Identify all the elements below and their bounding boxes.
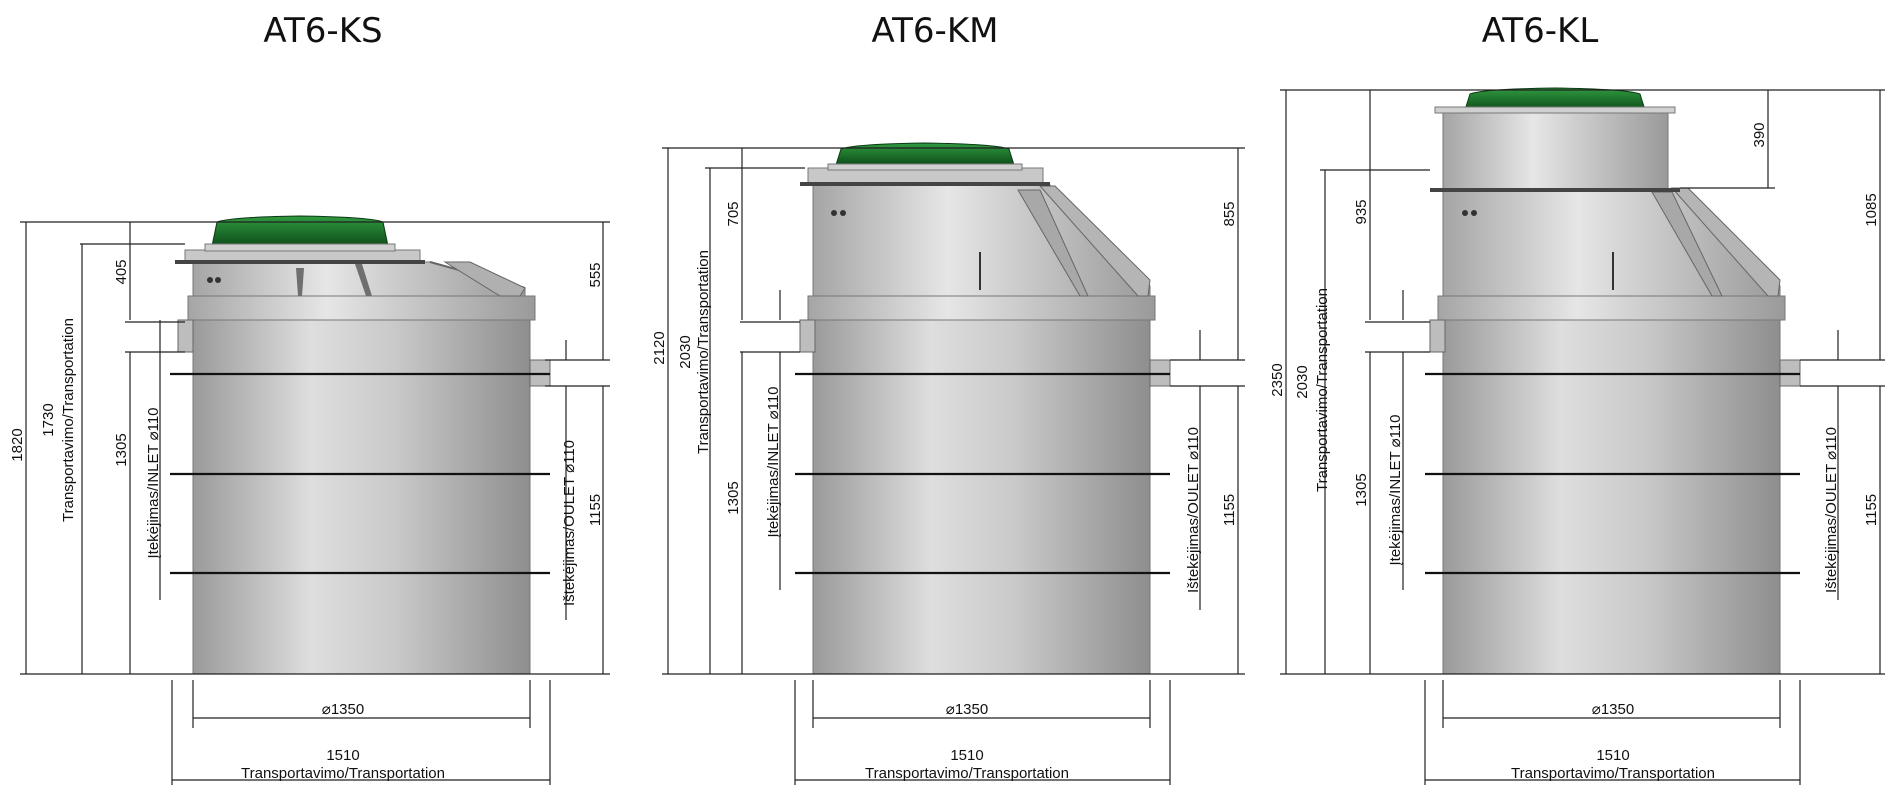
figure-title: AT6-KL [1482,11,1599,51]
tank-body [170,215,551,675]
dim-width-transport: 1510 [1596,747,1629,764]
dim-transport-label-v: Transportavimo/Transportation [695,250,712,454]
figure-at6-km: AT6-KM [651,11,1245,785]
inlet-pipe [1429,319,1446,353]
dim-inlet-height: 1305 [113,433,130,466]
dim-diameter: ⌀1350 [1592,701,1634,718]
dimension-lines [20,221,610,785]
dim-transport-label-h: Transportavimo/Transportation [241,765,445,782]
dim-inlet-depth: 935 [1353,199,1370,224]
dim-outlet-depth: 1085 [1863,193,1880,226]
dim-transport-label-h: Transportavimo/Transportation [1511,765,1715,782]
dim-height-transport: 2030 [1294,365,1311,398]
inlet-pipe [177,319,194,353]
dim-outlet-label: Ištekėjimas/OULET ⌀110 [1823,427,1840,593]
dim-inlet-label: Įtekėjimas/INLET ⌀110 [145,407,162,558]
inlet-pipe [799,319,816,353]
green-lid [211,215,389,247]
dim-inlet-height: 1305 [1353,473,1370,506]
green-lid [835,142,1015,166]
riser-extension [1442,109,1669,191]
dim-riser-height: 390 [1751,122,1768,147]
dim-transport-label-h: Transportavimo/Transportation [865,765,1069,782]
dim-inlet-depth: 405 [113,259,130,284]
dim-diameter: ⌀1350 [946,701,988,718]
dimension-lines [1280,89,1885,785]
dim-outlet-label: Ištekėjimas/OULET ⌀110 [561,440,578,606]
dim-transport-label-v: Transportavimo/Transportation [60,318,77,522]
tank-body [795,142,1171,675]
dim-height-transport: 2030 [677,335,694,368]
dim-outlet-height: 1155 [1221,494,1238,526]
tank-body [1425,87,1801,675]
figure-title: AT6-KS [263,11,382,51]
dim-inlet-depth: 705 [725,201,742,226]
dim-inlet-label: Įtekėjimas/INLET ⌀110 [765,386,782,537]
green-lid [1464,87,1646,111]
dim-inlet-label: Įtekėjimas/INLET ⌀110 [1387,414,1404,565]
dim-height-total: 2350 [1269,363,1286,396]
dim-width-transport: 1510 [950,747,983,764]
dim-outlet-height: 1155 [1863,494,1880,526]
dim-width-transport: 1510 [326,747,359,764]
dim-diameter: ⌀1350 [322,701,364,718]
figure-title: AT6-KM [872,11,999,51]
dim-outlet-height: 1155 [587,494,604,526]
figure-at6-kl: AT6-KL [1269,11,1885,785]
dim-transport-label-v: Transportavimo/Transportation [1314,288,1331,492]
figure-at6-ks: AT6-KS [9,11,610,785]
dim-outlet-depth: 855 [1221,201,1238,226]
dim-outlet-depth: 555 [587,262,604,287]
dim-outlet-label: Ištekėjimas/OULET ⌀110 [1185,427,1202,593]
dim-height-total: 1820 [9,428,26,461]
dim-inlet-height: 1305 [725,481,742,514]
dim-height-transport: 1730 [40,403,57,436]
dim-height-total: 2120 [651,331,668,364]
dimension-lines [662,147,1245,785]
